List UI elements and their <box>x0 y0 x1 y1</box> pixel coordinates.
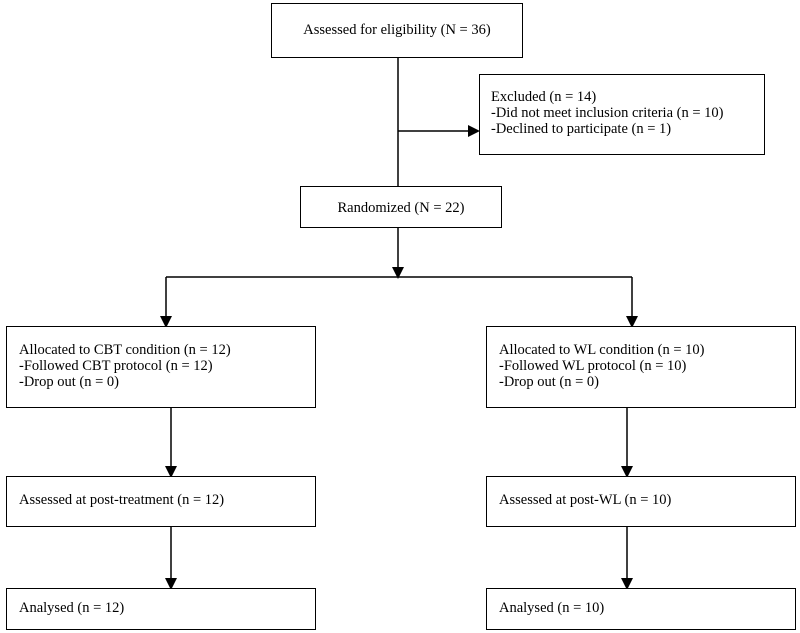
excluded-declined: -Declined to participate (n = 1) <box>491 121 672 137</box>
randomized-label: Randomized (N = 22) <box>337 200 465 216</box>
cbt-followed-protocol: -Followed CBT protocol (n = 12) <box>19 358 213 374</box>
randomized-box: Randomized (N = 22) <box>300 186 502 228</box>
excluded-box: Excluded (n = 14) -Did not meet inclusio… <box>479 74 765 155</box>
wl-analysed-box: Analysed (n = 10) <box>486 588 796 630</box>
wl-post-label: Assessed at post-WL (n = 10) <box>499 492 672 508</box>
wl-post-box: Assessed at post-WL (n = 10) <box>486 476 796 527</box>
wl-analysed-label: Analysed (n = 10) <box>499 600 605 616</box>
wl-allocation-title: Allocated to WL condition (n = 10) <box>499 342 705 358</box>
excluded-title: Excluded (n = 14) <box>491 89 597 105</box>
wl-drop-out: -Drop out (n = 0) <box>499 374 599 390</box>
cbt-post-label: Assessed at post-treatment (n = 12) <box>19 492 225 508</box>
assessed-label: Assessed for eligibility (N = 36) <box>303 22 491 38</box>
cbt-drop-out: -Drop out (n = 0) <box>19 374 119 390</box>
wl-followed-protocol: -Followed WL protocol (n = 10) <box>499 358 687 374</box>
cbt-allocation-box: Allocated to CBT condition (n = 12) -Fol… <box>6 326 316 408</box>
cbt-allocation-title: Allocated to CBT condition (n = 12) <box>19 342 231 358</box>
cbt-analysed-box: Analysed (n = 12) <box>6 588 316 630</box>
assessed-box: Assessed for eligibility (N = 36) <box>271 3 523 58</box>
cbt-analysed-label: Analysed (n = 12) <box>19 600 125 616</box>
wl-allocation-box: Allocated to WL condition (n = 10) -Foll… <box>486 326 796 408</box>
cbt-post-box: Assessed at post-treatment (n = 12) <box>6 476 316 527</box>
excluded-not-meet-criteria: -Did not meet inclusion criteria (n = 10… <box>491 105 724 121</box>
